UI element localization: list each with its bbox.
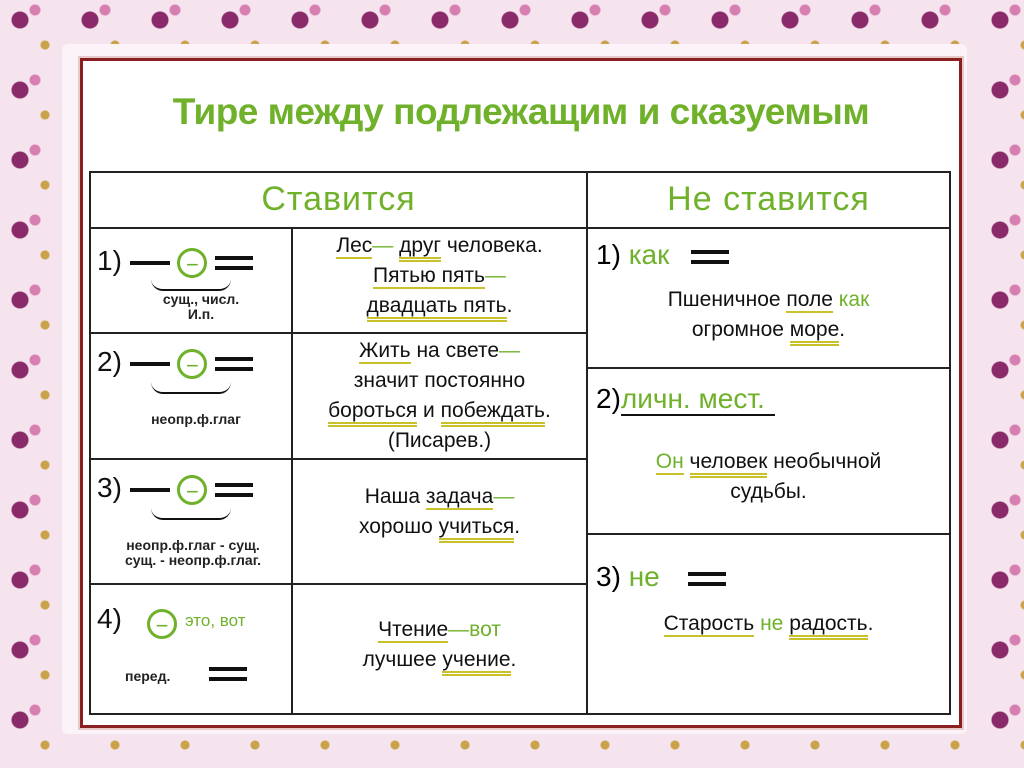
text: и: [417, 399, 441, 422]
predicate: бороться: [328, 399, 418, 427]
rule-number: 4): [97, 603, 122, 634]
predicate-icon: [215, 482, 254, 497]
particle: не: [754, 612, 790, 635]
subject-dash-icon: [129, 487, 170, 492]
scheme-note: сущ., числ.: [162, 291, 240, 307]
dash: —: [484, 264, 506, 287]
dash: —: [448, 618, 470, 641]
subject-dash-icon: [129, 260, 170, 265]
dash: —: [499, 339, 521, 362]
header-stavitsya: Ставится: [89, 171, 588, 229]
example-cell-2: Жить на свете— значит постоянно бороться…: [291, 332, 588, 460]
example-cell-4: Чтение—вот лучшее учение.: [291, 583, 588, 715]
text: человека.: [440, 234, 543, 257]
rule-number: 2): [596, 383, 621, 414]
exception-word: как: [628, 239, 670, 270]
text: .: [867, 612, 874, 635]
predicate-icon: [691, 249, 730, 264]
subject: Лес: [336, 234, 373, 259]
subject: Пятью пять: [373, 264, 485, 289]
text: .: [839, 318, 846, 341]
scheme-note: сущ. - неопр.ф.глаг.: [124, 552, 262, 568]
subject: Чтение: [378, 618, 449, 643]
text: хорошо: [358, 515, 439, 538]
dash-circle-icon: −: [147, 609, 177, 639]
predicate: радость: [789, 612, 868, 640]
rule-number: 1): [596, 239, 621, 270]
text: Пшеничное: [667, 288, 787, 311]
scheme-cell-3: 3) − неопр.ф.глаг - сущ.сущ. - неопр.ф.г…: [89, 458, 293, 585]
predicate-icon: [687, 571, 726, 586]
predicate: учиться: [438, 515, 515, 543]
exception-cell-3: 3) не Старость не радость.: [586, 533, 951, 715]
predicate: побеждать: [440, 399, 545, 427]
dash-circle-icon: −: [177, 247, 208, 278]
text: Наша: [364, 485, 426, 508]
subject-dash-icon: [129, 361, 170, 366]
rule-number: 2): [97, 346, 122, 377]
scheme-note: перед.: [125, 668, 171, 684]
scheme-note: И.п.: [187, 306, 215, 322]
text: .: [514, 515, 521, 538]
subject: Он: [655, 450, 684, 475]
dash-circle-icon: −: [177, 474, 208, 505]
text: значит постоянно: [353, 369, 526, 392]
text: [684, 450, 690, 473]
exception-word: не: [628, 561, 660, 592]
predicate-icon: [215, 255, 254, 270]
scheme-note: неопр.ф.глаг - сущ.: [126, 537, 260, 553]
author: (Писарев.): [387, 429, 492, 452]
subject: поле: [786, 288, 833, 313]
text: судьбы.: [730, 480, 807, 503]
predicate-icon: [215, 356, 254, 371]
conjunction: как: [832, 288, 870, 311]
subject: Жить: [358, 339, 411, 364]
predicate: учение: [442, 648, 511, 676]
example-cell-1: Лес— друг человека. Пятью пять— двадцать…: [291, 227, 588, 334]
brace-icon: [151, 279, 231, 291]
exception-word: личн. мест.: [620, 383, 775, 416]
scheme-note: неопр.ф.глаг: [151, 411, 241, 427]
header-ne-stavitsya: Не ставится: [586, 171, 951, 229]
text: на свете: [410, 339, 500, 362]
text: .: [506, 294, 513, 317]
exception-cell-1: 1) как Пшеничное поле как огромное море.: [586, 227, 951, 369]
rule-number: 1): [97, 245, 122, 276]
rule-number: 3): [97, 472, 122, 503]
text: огромное: [691, 318, 790, 341]
subject: задача: [425, 485, 494, 510]
brace-icon: [151, 508, 231, 520]
example-cell-3: Наша задача— хорошо учиться.: [291, 458, 588, 585]
rule-number: 3): [596, 561, 621, 592]
exception-cell-2: 2)личн. мест. Он человек необычной судьб…: [586, 367, 951, 535]
particle: вот: [469, 618, 501, 641]
text: .: [544, 399, 551, 422]
text: лучшее: [362, 648, 443, 671]
slide-title: Тире между подлежащим и сказуемым: [172, 91, 870, 132]
dash: —: [493, 485, 515, 508]
dash-circle-icon: −: [177, 348, 208, 379]
scheme-cell-2: 2) − неопр.ф.глаг: [89, 332, 293, 460]
subject: Старость: [663, 612, 755, 637]
predicate: человек: [689, 450, 768, 478]
predicate: море: [789, 318, 840, 346]
scheme-cell-1: 1) − сущ., числ.И.п.: [89, 227, 293, 334]
predicate: друг: [399, 234, 441, 262]
scheme-cell-4: 4) − это, вот перед.: [89, 583, 293, 715]
brace-icon: [151, 382, 231, 394]
scheme-extra: это, вот: [185, 611, 246, 630]
text: необычной: [767, 450, 882, 473]
text: .: [510, 648, 517, 671]
predicate: двадцать пять: [366, 294, 507, 322]
predicate-icon: [209, 667, 247, 681]
slide-frame: Тире между подлежащим и сказуемым Ставит…: [80, 58, 962, 728]
dash: —: [372, 234, 400, 257]
